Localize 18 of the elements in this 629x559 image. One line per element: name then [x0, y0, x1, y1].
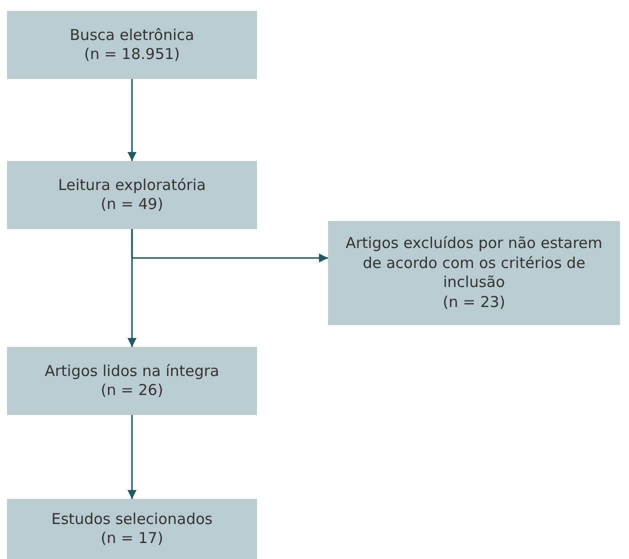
count-label: (n = 23)	[442, 292, 506, 312]
step-label: Artigos lidos na íntegra	[44, 362, 220, 381]
arrow	[128, 229, 136, 347]
step-label: Artigos excluídos por não estarem de acordo com os critérios de inclusão	[344, 234, 604, 292]
count-label: (n = 17)	[100, 529, 164, 548]
step-label: Leitura exploratória	[58, 176, 206, 195]
process-box	[328, 221, 620, 325]
step-label: Estudos selecionados	[51, 510, 213, 529]
arrow	[128, 415, 136, 499]
process-box	[7, 11, 257, 79]
process-box	[7, 161, 257, 229]
count-label: (n = 18.951)	[84, 45, 180, 64]
count-label: (n = 49)	[100, 195, 164, 214]
process-box	[7, 347, 257, 415]
process-box	[7, 499, 257, 559]
step-label: Busca eletrônica	[70, 26, 194, 45]
count-label: (n = 26)	[100, 381, 164, 400]
arrow	[128, 79, 136, 161]
